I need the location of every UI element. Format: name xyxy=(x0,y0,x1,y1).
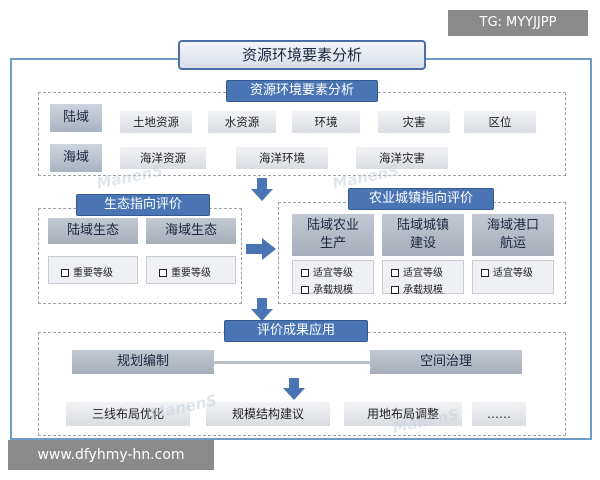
results-bottom-2: 用地布局调整 xyxy=(344,402,462,426)
eco-col-0-title: 陆域生态 xyxy=(48,218,138,244)
agri-col-0-box: 适宜等级 承载规模 xyxy=(292,260,374,296)
results-top-0: 规划编制 xyxy=(72,350,214,374)
agri-header: 农业城镇指向评价 xyxy=(348,188,494,210)
agri-col-0-title: 陆域农业生产 xyxy=(292,214,374,256)
arrow-down-icon xyxy=(251,298,273,321)
checkbox-icon xyxy=(301,286,309,294)
results-header: 评价成果应用 xyxy=(224,320,368,342)
eco-col-1-box: 重要等级 xyxy=(146,256,236,284)
checkbox-icon xyxy=(481,269,489,277)
arrow-right-icon xyxy=(246,238,276,260)
agri-col-2-box: 适宜等级 xyxy=(472,260,554,294)
eco-col-1-title: 海域生态 xyxy=(146,218,236,244)
checkbox-icon xyxy=(391,269,399,277)
sea-item-0: 海洋资源 xyxy=(120,147,206,169)
sea-label: 海域 xyxy=(50,144,102,172)
results-top-1: 空间治理 xyxy=(370,350,522,374)
checkbox-icon xyxy=(159,269,167,277)
arrow-down-icon xyxy=(251,178,273,201)
agri-col-1-title: 陆域城镇建设 xyxy=(382,214,464,256)
checkbox-icon xyxy=(301,269,309,277)
results-bottom-1: 规模结构建议 xyxy=(206,402,330,426)
checkbox-icon xyxy=(61,269,69,277)
land-item-4: 区位 xyxy=(464,111,536,133)
analysis-header: 资源环境要素分析 xyxy=(226,80,378,102)
arrow-down-icon xyxy=(283,378,305,400)
agri-col-1-box: 适宜等级 承载规模 xyxy=(382,260,464,296)
eco-col-1-check: 重要等级 xyxy=(171,268,211,279)
agri-col-0-check-1: 承载规模 xyxy=(313,285,353,296)
main-title: 资源环境要素分析 xyxy=(178,40,426,70)
sea-item-2: 海洋灾害 xyxy=(356,147,448,169)
watermark-tg: TG: MYYJJPP xyxy=(448,10,588,36)
sea-item-1: 海洋环境 xyxy=(236,147,328,169)
eco-header: 生态指向评价 xyxy=(76,194,210,216)
results-connector xyxy=(214,361,370,364)
agri-col-2-check-0: 适宜等级 xyxy=(493,268,533,279)
eco-col-0-box: 重要等级 xyxy=(48,256,138,284)
land-item-0: 土地资源 xyxy=(120,111,192,133)
agri-col-1-check-1: 承载规模 xyxy=(403,285,443,296)
agri-col-1-check-0: 适宜等级 xyxy=(403,268,443,279)
results-bottom-0: 三线布局优化 xyxy=(66,402,190,426)
land-item-2: 环境 xyxy=(292,111,360,133)
agri-col-0-check-0: 适宜等级 xyxy=(313,268,353,279)
land-item-3: 灾害 xyxy=(378,111,450,133)
land-item-1: 水资源 xyxy=(208,111,276,133)
watermark-url: www.dfyhmy-hn.com xyxy=(8,440,214,470)
checkbox-icon xyxy=(391,286,399,294)
agri-col-2-title: 海域港口航运 xyxy=(472,214,554,256)
results-bottom-3: …… xyxy=(472,402,526,426)
eco-col-0-check: 重要等级 xyxy=(73,268,113,279)
land-label: 陆域 xyxy=(50,104,102,132)
